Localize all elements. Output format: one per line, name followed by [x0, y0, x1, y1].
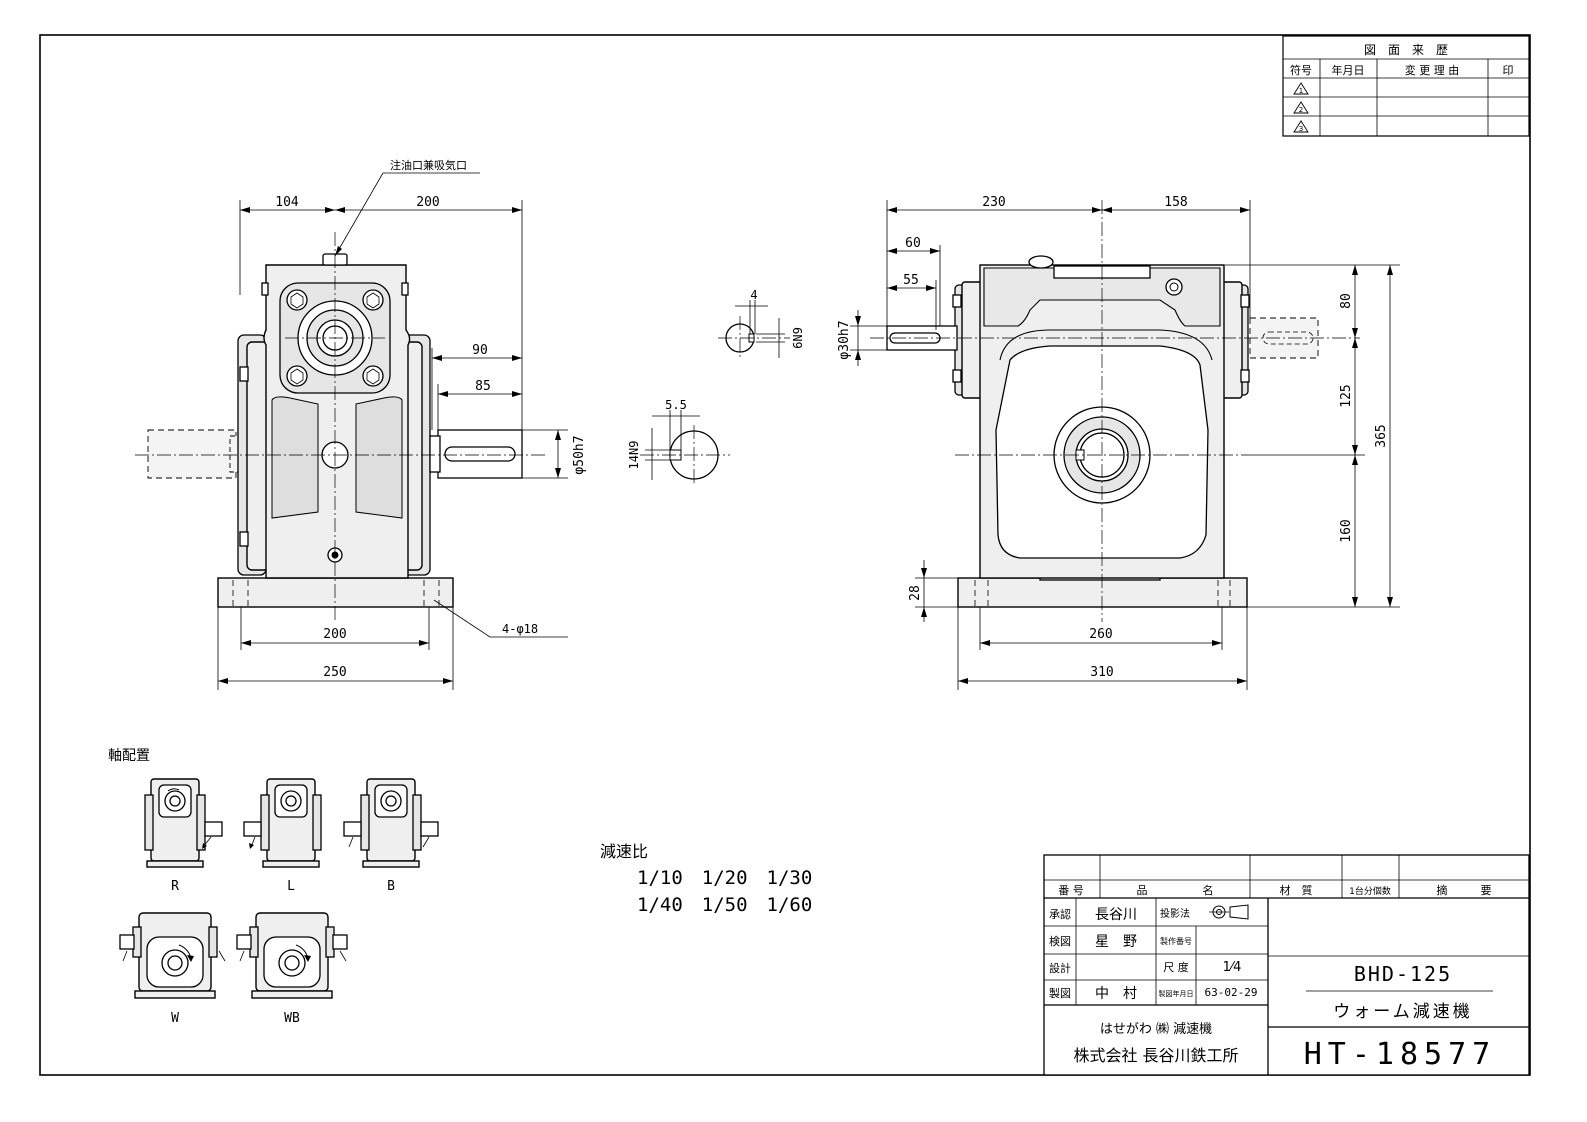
key-section-large: 5.5 14N9 — [627, 398, 730, 485]
shaft-label-l: L — [287, 879, 295, 894]
name-draft: 中 村 — [1095, 986, 1137, 1002]
shaft-label-r: R — [171, 879, 179, 894]
dim-125: 125 — [1339, 384, 1354, 407]
side-view-dimensions: 230 158 60 55 φ30h7 80 125 160 — [837, 195, 1400, 690]
key-large-width: 5.5 — [665, 398, 687, 412]
shaft-arrangement-title: 軸配置 — [108, 748, 150, 764]
dim-60: 60 — [905, 236, 921, 251]
dim-200-top: 200 — [416, 195, 439, 210]
dim-85: 85 — [475, 379, 491, 394]
dim-200-bottom: 200 — [323, 627, 346, 642]
revision-table: 図 面 来 歴 符号 年月日 変 更 理 由 印 1 2 3 — [1282, 35, 1530, 137]
dim-80: 80 — [1339, 293, 1354, 309]
label-check: 検図 — [1049, 934, 1071, 948]
reduction-ratio-title: 減速比 — [600, 842, 648, 861]
header-number: 番 号 — [1058, 884, 1084, 897]
label-approve: 承認 — [1049, 907, 1071, 921]
front-base-plate — [217, 577, 454, 608]
shaft-label-wb: WB — [284, 1011, 300, 1026]
dim-230: 230 — [982, 195, 1005, 210]
revision-header-reason: 変 更 理 由 — [1405, 63, 1460, 77]
shaft-config-l — [243, 778, 322, 868]
shaft-config-w — [119, 912, 226, 999]
reduction-ratio-row-2: 1/40 1/50 1/60 — [637, 894, 812, 916]
model-number: BHD-125 — [1354, 962, 1452, 986]
projection-symbol-icon — [1209, 904, 1249, 920]
dim-phi30h7: φ30h7 — [837, 320, 852, 359]
front-left-shaft — [147, 429, 237, 479]
name-approve: 長谷川 — [1095, 907, 1137, 923]
oil-port-label: 注油口兼吸気口 — [390, 158, 467, 172]
dim-365: 365 — [1374, 424, 1389, 447]
dim-90: 90 — [472, 343, 488, 358]
revision-triangle-3: 3 — [1293, 120, 1309, 133]
dim-260: 260 — [1089, 627, 1112, 642]
value-scale: 1⁄4 — [1223, 960, 1242, 975]
title-block: 番 号 品 名 材 質 1台分個数 摘 要 承認 長谷川 検図 星 野 設計 製… — [1043, 854, 1530, 1076]
dim-55: 55 — [903, 273, 919, 288]
label-projection: 投影法 — [1160, 907, 1190, 920]
shaft-label-w: W — [171, 1011, 179, 1026]
dim-160: 160 — [1339, 519, 1354, 542]
svg-text:2: 2 — [1299, 106, 1303, 114]
dim-28: 28 — [908, 585, 923, 601]
dim-holes: 4-φ18 — [502, 622, 538, 636]
svg-text:1: 1 — [1299, 87, 1303, 95]
shaft-config-wb — [236, 912, 348, 999]
reduction-ratio-row-1: 1/10 1/20 1/30 — [637, 867, 812, 889]
header-qty: 1台分個数 — [1349, 885, 1391, 897]
dim-phi50h7: φ50h7 — [572, 435, 587, 474]
dim-310: 310 — [1090, 665, 1113, 680]
front-view — [135, 232, 545, 622]
key-small-depth: 6N9 — [790, 327, 804, 349]
label-scale: 尺 度 — [1163, 960, 1189, 974]
revision-header-date: 年月日 — [1332, 63, 1365, 77]
label-drawing-date: 製図年月日 — [1159, 989, 1194, 998]
revision-header-seal: 印 — [1503, 64, 1514, 77]
value-drawing-date: 63-02-29 — [1205, 986, 1258, 999]
name-check: 星 野 — [1095, 934, 1137, 950]
dim-104: 104 — [275, 195, 299, 210]
dim-250: 250 — [323, 665, 346, 680]
shaft-config-b — [343, 778, 439, 868]
key-small-width: 4 — [750, 288, 757, 302]
dim-158: 158 — [1164, 195, 1187, 210]
front-view-dimensions: 注油口兼吸気口 104 200 90 85 φ50h7 — [217, 158, 587, 690]
shaft-config-r — [144, 778, 223, 868]
header-material: 材 質 — [1280, 883, 1313, 897]
revision-triangle-2: 2 — [1293, 101, 1309, 114]
side-view — [870, 200, 1360, 622]
shaft-label-b: B — [387, 879, 395, 894]
svg-text:3: 3 — [1299, 125, 1303, 133]
header-summary: 摘 要 — [1437, 883, 1492, 897]
label-product-no: 製作番号 — [1160, 936, 1192, 946]
side-base-plate — [957, 577, 1248, 608]
key-large-depth: 14N9 — [627, 441, 641, 470]
company-name: 株式会社 長谷川鉄工所 — [1073, 1046, 1238, 1065]
label-design: 設計 — [1049, 961, 1071, 975]
product-name: ウォーム減速機 — [1333, 1002, 1473, 1022]
sheet-border — [39, 34, 1531, 1076]
revision-header-symbol: 符号 — [1290, 64, 1312, 77]
drawing-number: HT-18577 — [1304, 1037, 1497, 1072]
revision-triangle-1: 1 — [1293, 82, 1309, 95]
revision-title: 図 面 来 歴 — [1364, 43, 1448, 57]
label-draft: 製図 — [1049, 986, 1071, 1000]
key-section-small: 4 6N9 — [718, 288, 804, 360]
brand-line: はせがわ ㈱ 減速機 — [1100, 1021, 1212, 1037]
header-name: 品 名 — [1137, 883, 1214, 897]
